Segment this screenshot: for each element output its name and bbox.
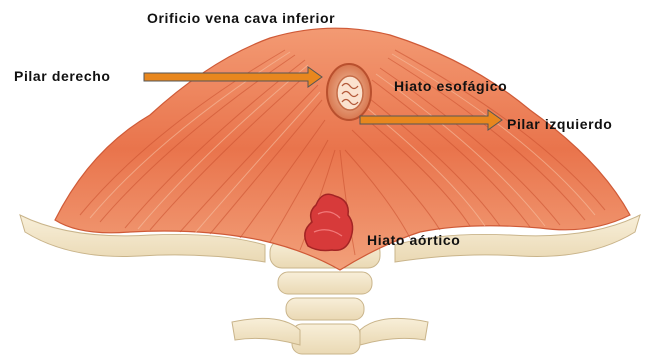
label-pilar-derecho: Pilar derecho bbox=[14, 69, 111, 83]
label-vena-cava: Orificio vena cava inferior bbox=[147, 11, 335, 25]
label-hiato-aortico: Hiato aórtico bbox=[367, 233, 460, 247]
label-hiato-esofagico: Hiato esofágico bbox=[394, 79, 507, 93]
label-pilar-izquierdo: Pilar izquierdo bbox=[507, 117, 612, 131]
esophageal-hiatus bbox=[327, 64, 371, 120]
